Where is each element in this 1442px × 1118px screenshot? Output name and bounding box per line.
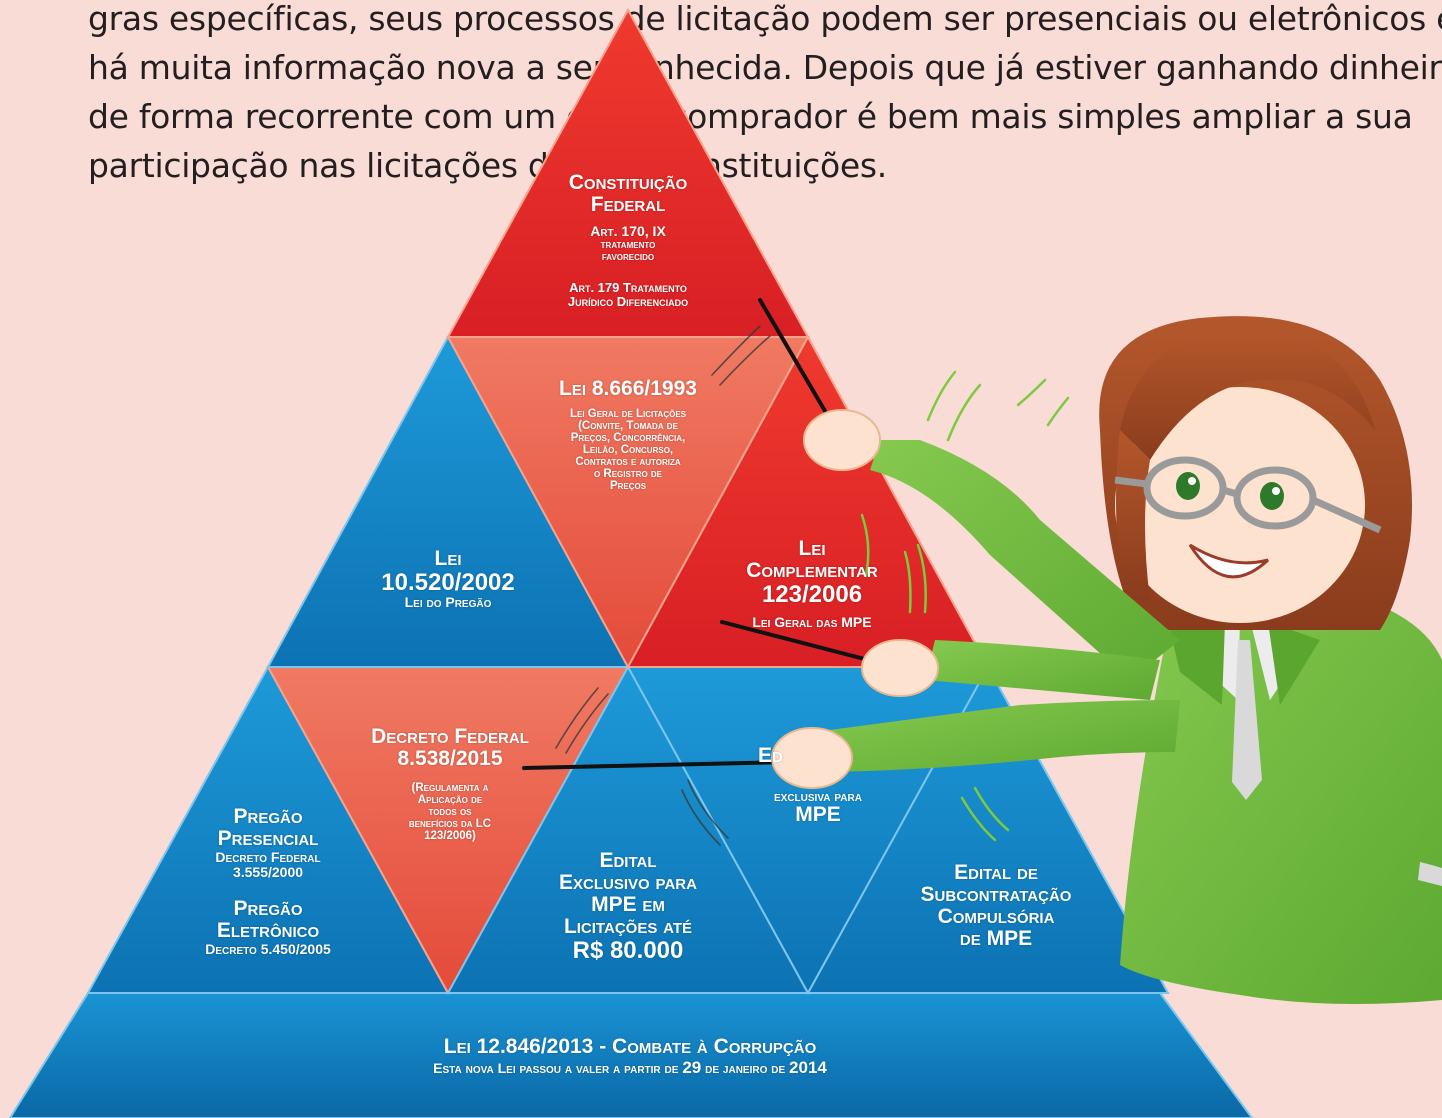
- edital-exclusivo-line-2: Exclusivo para: [559, 871, 697, 894]
- lei8666-label: Lei 8.666/1993 Lei Geral de Licitações (…: [528, 377, 728, 493]
- lei10520-label: Lei 10.520/2002 Lei do Pregão: [358, 548, 538, 610]
- lei12846-desc: Esta nova Lei passou a valer a partir de…: [330, 1058, 930, 1077]
- pointer-motion-marks: [555, 325, 771, 846]
- pointer-sticks: [522, 298, 878, 770]
- lei8666-desc-6: o Registro de: [593, 468, 663, 480]
- intro-line-1: gras específicas, seus processos de lici…: [88, 0, 1442, 38]
- edital-exclusivo-line-5: R$ 80.000: [572, 937, 684, 964]
- lei10520-title-1: Lei: [434, 547, 462, 570]
- edital-cota-label: Ed exclusiva para MPE: [738, 745, 898, 826]
- edital-exclusivo-line-4: Licitações até: [563, 915, 693, 938]
- character-arm-middle: [925, 640, 1160, 700]
- pregao-presencial-title-2: Presencial: [217, 827, 319, 850]
- lei12846-desc-pre: Esta nova Lei passou a valer a partir de: [433, 1060, 683, 1076]
- lei12846-title: Lei 12.846/2013 - Combate à Corrupção: [443, 1035, 817, 1058]
- lei12846-desc-year: 2014: [789, 1058, 827, 1077]
- edital-exclusivo-label: Edital Exclusivo para MPE em Licitações …: [548, 849, 708, 964]
- decreto8538-label: Decreto Federal 8.538/2015 (Regulamenta …: [352, 725, 548, 843]
- constituicao-art170-desc-2: favorecido: [601, 251, 655, 263]
- intro-line-4: participação nas licitações de outras in…: [88, 146, 888, 185]
- constituicao-title-2: Federal: [590, 193, 666, 216]
- lei8666-desc-3: Preços, Concorrência,: [570, 432, 686, 444]
- constituicao-label: Constituição Federal Art. 170, IX tratam…: [540, 172, 716, 309]
- decreto8538-desc-2: Aplicação de: [417, 794, 483, 806]
- edital-sub-line-3: Compulsória: [937, 905, 1055, 928]
- decreto8538-desc-1: (Regulamenta a: [411, 782, 489, 794]
- pregao-presencial-decreto-2: 3.555/2000: [232, 864, 304, 880]
- character-hand-top: [803, 409, 881, 471]
- lei12846-desc-day: 29: [682, 1058, 702, 1077]
- pregao-eletronico-decreto: Decreto 5.450/2005: [205, 941, 331, 957]
- lei8666-desc-4: Leilão, Concurso,: [582, 444, 674, 456]
- lei8666-title: Lei 8.666/1993: [559, 377, 697, 400]
- decreto8538-desc-5: 123/2006): [424, 830, 476, 842]
- edital-sub-line-4: de MPE: [959, 927, 1033, 950]
- lc123-label: Lei Complementar 123/2006 Lei Geral das …: [722, 538, 902, 630]
- lei8666-desc-7: Preços: [609, 480, 647, 492]
- intro-line-2: há muita informação nova a ser conhecida…: [88, 48, 1442, 87]
- constituicao-art170-desc-1: tratamento: [600, 239, 656, 251]
- edital-sub-label: Edital de Subcontratação Compulsória de …: [908, 862, 1084, 950]
- lc123-title-2: Complementar: [746, 559, 878, 582]
- edital-cota-line-2: exclusiva para: [774, 788, 862, 804]
- motion-lines: [860, 370, 1070, 842]
- lei10520-desc: Lei do Pregão: [404, 594, 492, 610]
- lc123-desc: Lei Geral das MPE: [752, 614, 872, 630]
- edital-exclusivo-line-1: Edital: [599, 849, 657, 872]
- edital-sub-line-2: Subcontratação: [920, 883, 1072, 906]
- pregao-eletronico-title-1: Pregão: [233, 897, 303, 920]
- edital-sub-line-1: Edital de: [954, 861, 1038, 884]
- edital-cota-line-1: Ed: [758, 744, 783, 767]
- character-hand-bottom: [771, 727, 853, 789]
- pregao-presencial-title-1: Pregão: [233, 805, 303, 828]
- edital-sub-triangle: [806, 664, 1170, 994]
- lei8666-desc-5: Contratos e autoriza: [575, 456, 681, 468]
- character-hand-middle: [861, 639, 939, 697]
- edital-cota-line-3: MPE: [795, 803, 841, 826]
- constituicao-title-1: Constituição: [568, 171, 688, 194]
- constituicao-art179-1: Art. 179 Tratamento: [569, 280, 687, 295]
- lei10520-title-2: 10.520/2002: [381, 569, 515, 596]
- pregao-label: Pregão Presencial Decreto Federal 3.555/…: [180, 806, 356, 957]
- constituicao-art179-2: Jurídico Diferenciado: [567, 294, 689, 309]
- character-arm-bottom: [830, 700, 1180, 772]
- lei8666-desc-2: (Convite, Tomada de: [578, 420, 678, 432]
- lc123-title-3: 123/2006: [761, 581, 863, 608]
- decreto8538-title-1: Decreto Federal: [371, 725, 529, 748]
- pregao-presencial-decreto-1: Decreto Federal: [215, 849, 321, 865]
- lc123-triangle: [626, 334, 990, 668]
- constituicao-art170: Art. 170, IX: [590, 223, 666, 239]
- character-body: [1120, 586, 1442, 1004]
- lei12846-label: Lei 12.846/2013 - Combate à Corrupção Es…: [330, 1035, 930, 1077]
- teacher-character: [771, 316, 1442, 1004]
- intro-paragraph: gras específicas, seus processos de lici…: [88, 0, 1442, 190]
- decreto8538-desc-4: benefícios da LC: [408, 818, 492, 830]
- constituicao-triangle: [446, 7, 810, 338]
- lei12846-desc-mid: de janeiro de: [701, 1060, 790, 1076]
- lc123-title-1: Lei: [798, 537, 826, 560]
- lei8666-desc-1: Lei Geral de Licitações: [570, 408, 686, 420]
- edital-exclusivo-line-3: MPE em: [591, 893, 665, 916]
- intro-line-3: de forma recorrente com um órgão comprad…: [88, 97, 1413, 136]
- pregao-eletronico-title-2: Eletrônico: [216, 919, 320, 942]
- decreto8538-desc-3: todos os: [428, 806, 472, 818]
- decreto8538-title-2: 8.538/2015: [397, 747, 503, 770]
- character-arm-top: [870, 440, 1180, 680]
